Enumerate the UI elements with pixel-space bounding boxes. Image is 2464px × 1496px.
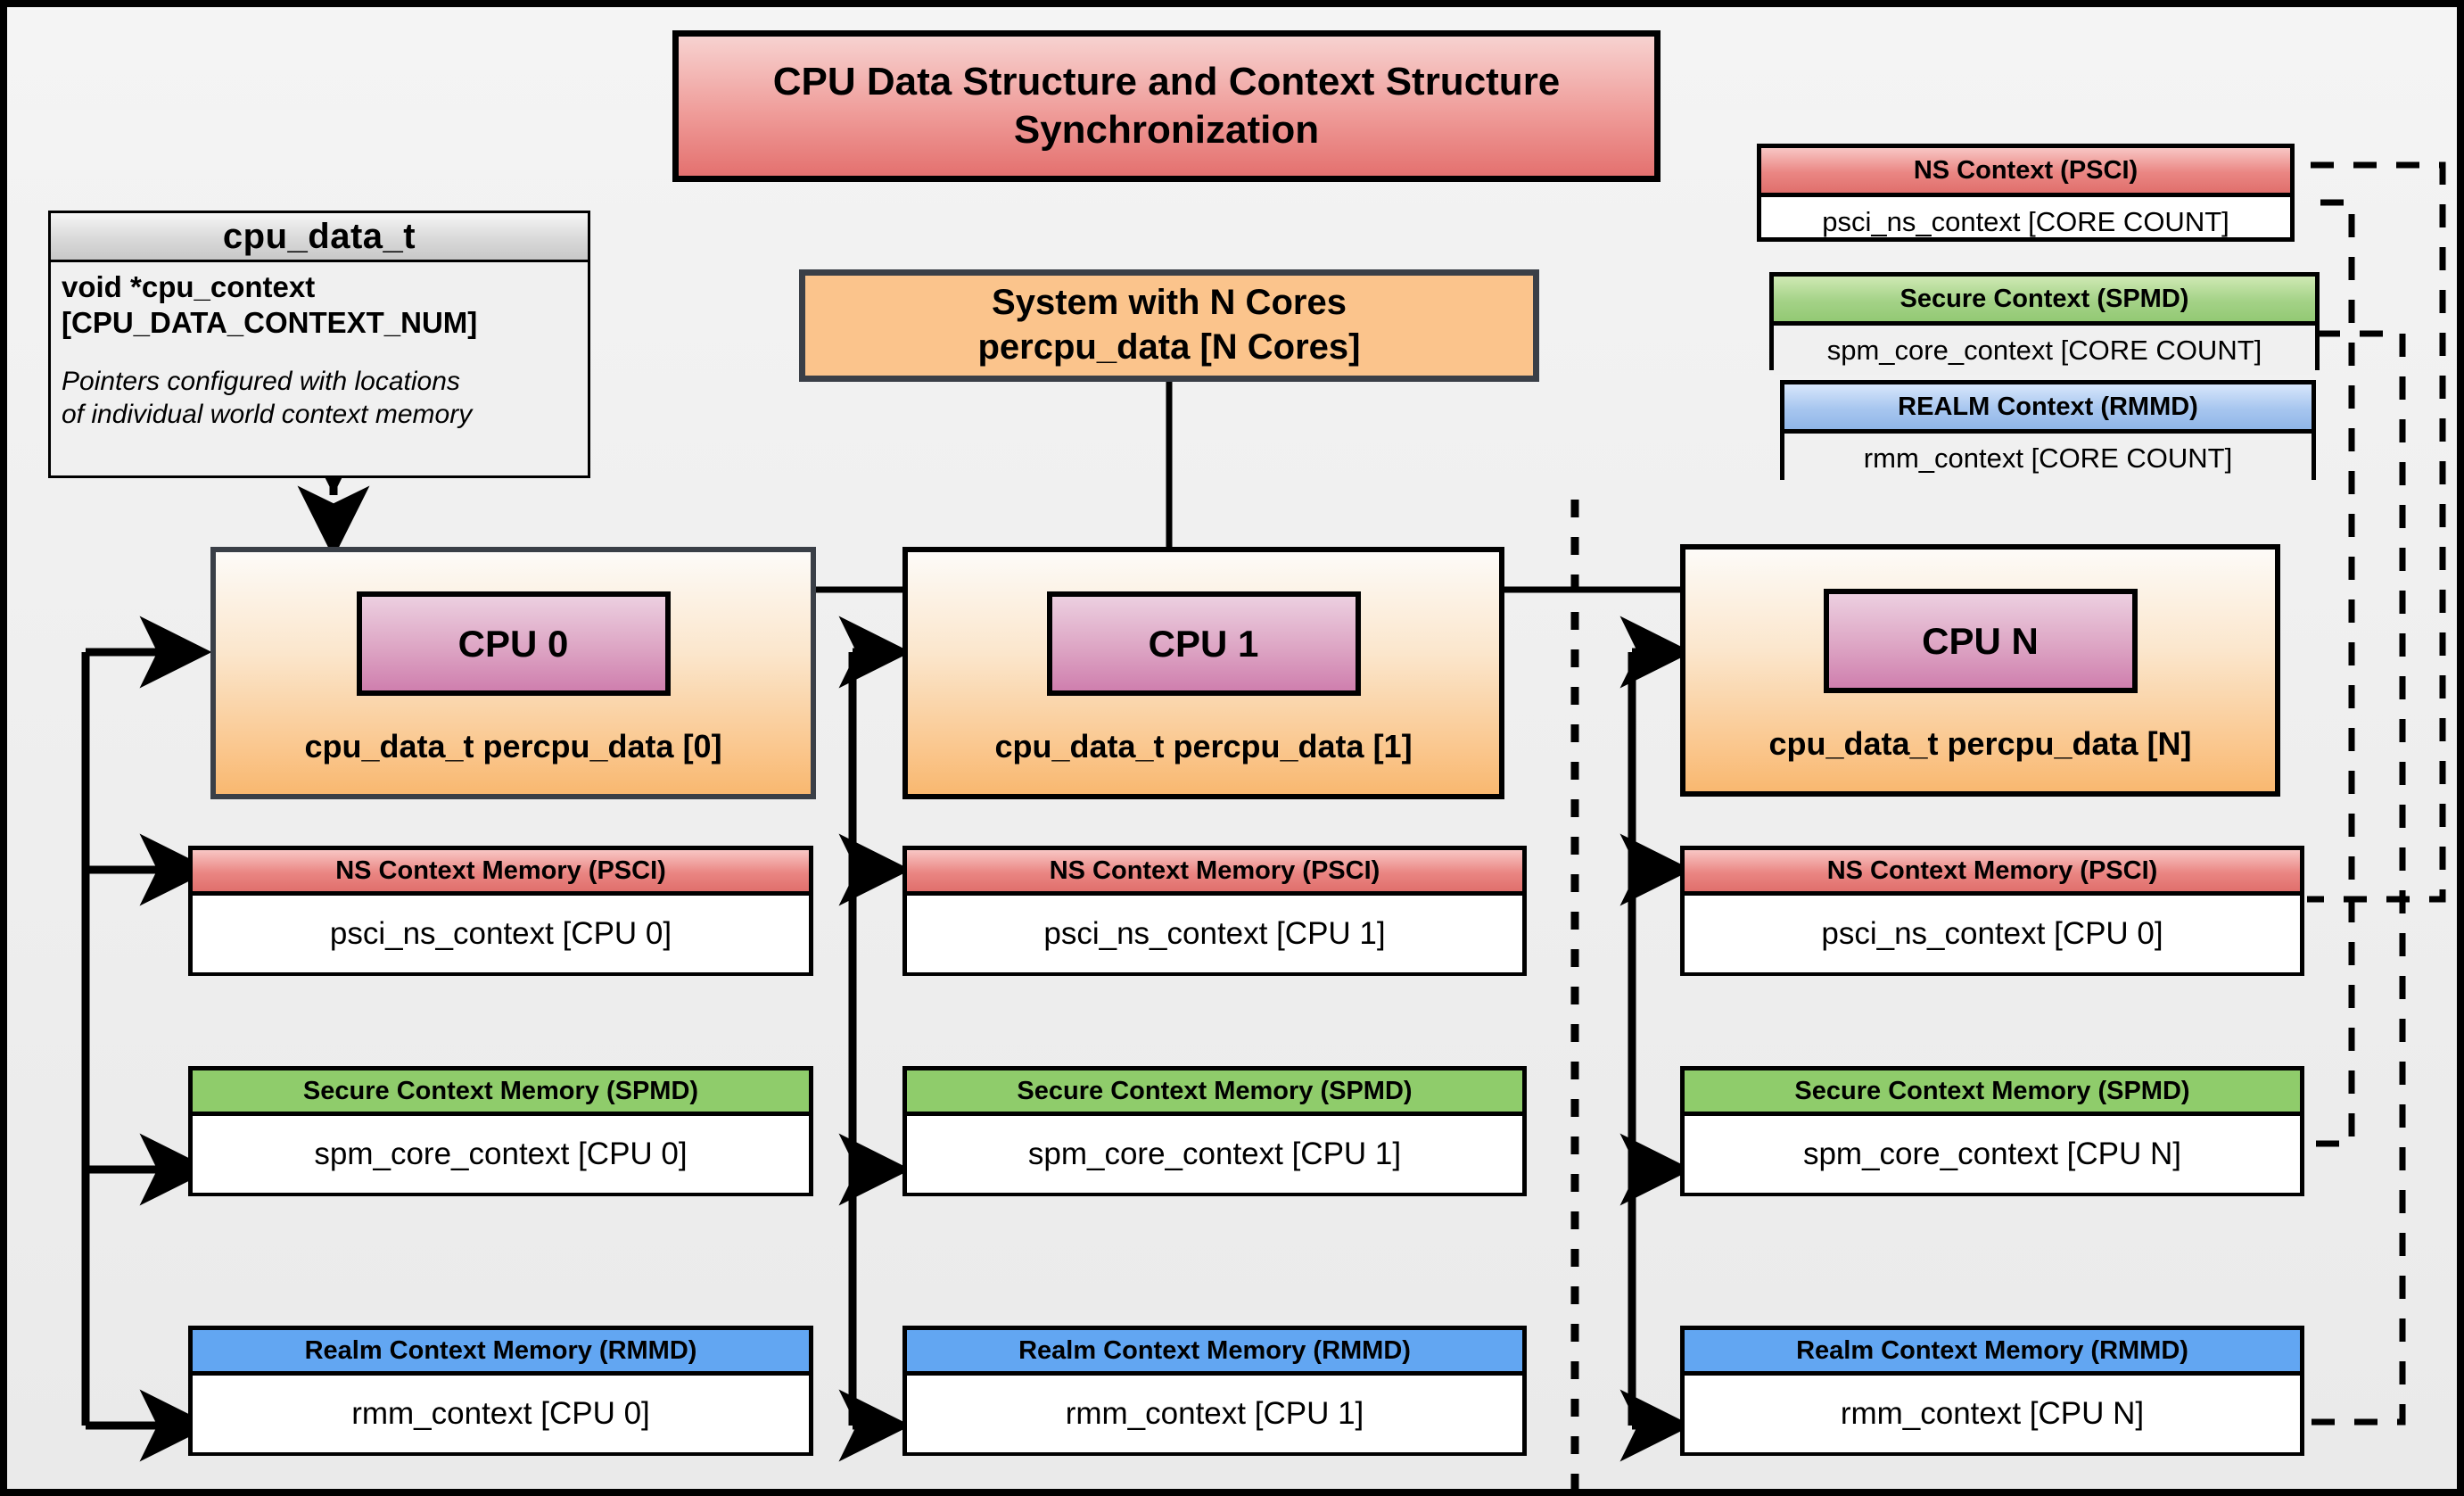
context-value-cpu0-secure: spm_core_context [CPU 0]	[193, 1116, 809, 1193]
legend-box-realm-context: REALM Context (RMMD) rmm_context [CORE C…	[1780, 380, 2316, 483]
context-value-cpun-ns: psci_ns_context [CPU 0]	[1685, 896, 2300, 972]
diagram-title: CPU Data Structure and Context Structure…	[672, 30, 1661, 182]
context-box-cpun-realm: Realm Context Memory (RMMD) rmm_context …	[1680, 1326, 2304, 1456]
context-box-cpu0-secure: Secure Context Memory (SPMD) spm_core_co…	[188, 1066, 813, 1196]
legend-ns-caption: NS Context (PSCI)	[1761, 148, 2290, 197]
legend-secure-value: spm_core_context [CORE COUNT]	[1774, 326, 2315, 375]
context-value-cpun-secure: spm_core_context [CPU N]	[1685, 1116, 2300, 1193]
context-box-cpu0-ns: NS Context Memory (PSCI) psci_ns_context…	[188, 846, 813, 976]
system-box-line2: percpu_data [N Cores]	[977, 327, 1361, 367]
diagram-title-line1: CPU Data Structure and Context Structure	[772, 60, 1561, 104]
legend-box-ns-context: NS Context (PSCI) psci_ns_context [CORE …	[1757, 144, 2295, 242]
context-caption-cpu0-ns: NS Context Memory (PSCI)	[193, 850, 809, 896]
context-caption-cpun-ns: NS Context Memory (PSCI)	[1685, 850, 2300, 896]
context-value-cpu1-realm: rmm_context [CPU 1]	[907, 1376, 1522, 1452]
context-caption-cpu0-secure: Secure Context Memory (SPMD)	[193, 1070, 809, 1116]
diagram-title-line2: Synchronization	[1013, 108, 1320, 152]
cpu-panel-caption-0: cpu_data_t percpu_data [0]	[304, 728, 722, 765]
cpu0-pointer-bus	[81, 616, 212, 1462]
legend-box-secure-context: Secure Context (SPMD) spm_core_context […	[1769, 272, 2320, 375]
context-caption-cpu1-secure: Secure Context Memory (SPMD)	[907, 1070, 1522, 1116]
legend-secure-caption: Secure Context (SPMD)	[1774, 277, 2315, 326]
legend-ns-value: psci_ns_context [CORE COUNT]	[1822, 205, 2229, 237]
cpu-data-t-field-line2: [CPU_DATA_CONTEXT_NUM]	[62, 306, 478, 340]
context-box-cpun-secure: Secure Context Memory (SPMD) spm_core_co…	[1680, 1066, 2304, 1196]
cpu1-pointer-bus	[838, 616, 911, 1462]
context-value-cpu1-ns: psci_ns_context [CPU 1]	[907, 896, 1522, 972]
legend-realm-caption: REALM Context (RMMD)	[1784, 384, 2312, 434]
context-value-cpun-realm: rmm_context [CPU N]	[1685, 1376, 2300, 1452]
context-box-cpu1-ns: NS Context Memory (PSCI) psci_ns_context…	[902, 846, 1527, 976]
cpu-chip-n: CPU N	[1823, 589, 2138, 693]
system-box-line1: System with N Cores	[992, 283, 1347, 323]
context-box-cpun-ns: NS Context Memory (PSCI) psci_ns_context…	[1680, 846, 2304, 976]
context-value-cpu0-ns: psci_ns_context [CPU 0]	[193, 896, 809, 972]
cpuN-pointer-bus	[1619, 616, 1693, 1462]
context-box-cpu0-realm: Realm Context Memory (RMMD) rmm_context …	[188, 1326, 813, 1456]
cpu-data-t-body: void *cpu_context [CPU_DATA_CONTEXT_NUM]…	[51, 262, 588, 431]
context-caption-cpu1-realm: Realm Context Memory (RMMD)	[907, 1330, 1522, 1376]
context-box-cpu1-secure: Secure Context Memory (SPMD) spm_core_co…	[902, 1066, 1527, 1196]
system-overview-box: System with N Cores percpu_data [N Cores…	[799, 269, 1539, 382]
cpu-data-t-struct-box: cpu_data_t void *cpu_context [CPU_DATA_C…	[48, 211, 590, 478]
cpu-panel-caption-1: cpu_data_t percpu_data [1]	[994, 728, 1413, 765]
context-value-cpu0-realm: rmm_context [CPU 0]	[193, 1376, 809, 1452]
cpu-panel-1: CPU 1 cpu_data_t percpu_data [1]	[902, 547, 1504, 799]
legend-route-realm	[2304, 330, 2406, 1426]
cpu-chip-1: CPU 1	[1046, 591, 1361, 696]
legend-realm-value: rmm_context [CORE COUNT]	[1784, 434, 2312, 483]
context-caption-cpun-realm: Realm Context Memory (RMMD)	[1685, 1330, 2300, 1376]
cpu-panel-n: CPU N cpu_data_t percpu_data [N]	[1680, 544, 2280, 797]
cpu-data-t-note-line1: Pointers configured with locations	[62, 366, 460, 396]
context-caption-cpu1-ns: NS Context Memory (PSCI)	[907, 850, 1522, 896]
cpu-data-t-field-line1: void *cpu_context	[62, 270, 316, 303]
cpu-chip-0: CPU 0	[356, 591, 671, 696]
cpu-panel-0: CPU 0 cpu_data_t percpu_data [0]	[210, 547, 816, 799]
cpu-panel-caption-n: cpu_data_t percpu_data [N]	[1768, 725, 2192, 762]
context-value-cpu1-secure: spm_core_context [CPU 1]	[907, 1116, 1522, 1193]
context-box-cpu1-realm: Realm Context Memory (RMMD) rmm_context …	[902, 1326, 1527, 1456]
cpu-data-t-header: cpu_data_t	[51, 213, 588, 262]
cpu-data-t-note-line2: of individual world context memory	[62, 399, 473, 429]
legend-route-ns	[2307, 161, 2446, 903]
context-caption-cpun-secure: Secure Context Memory (SPMD)	[1685, 1070, 2300, 1116]
context-caption-cpu0-realm: Realm Context Memory (RMMD)	[193, 1330, 809, 1376]
